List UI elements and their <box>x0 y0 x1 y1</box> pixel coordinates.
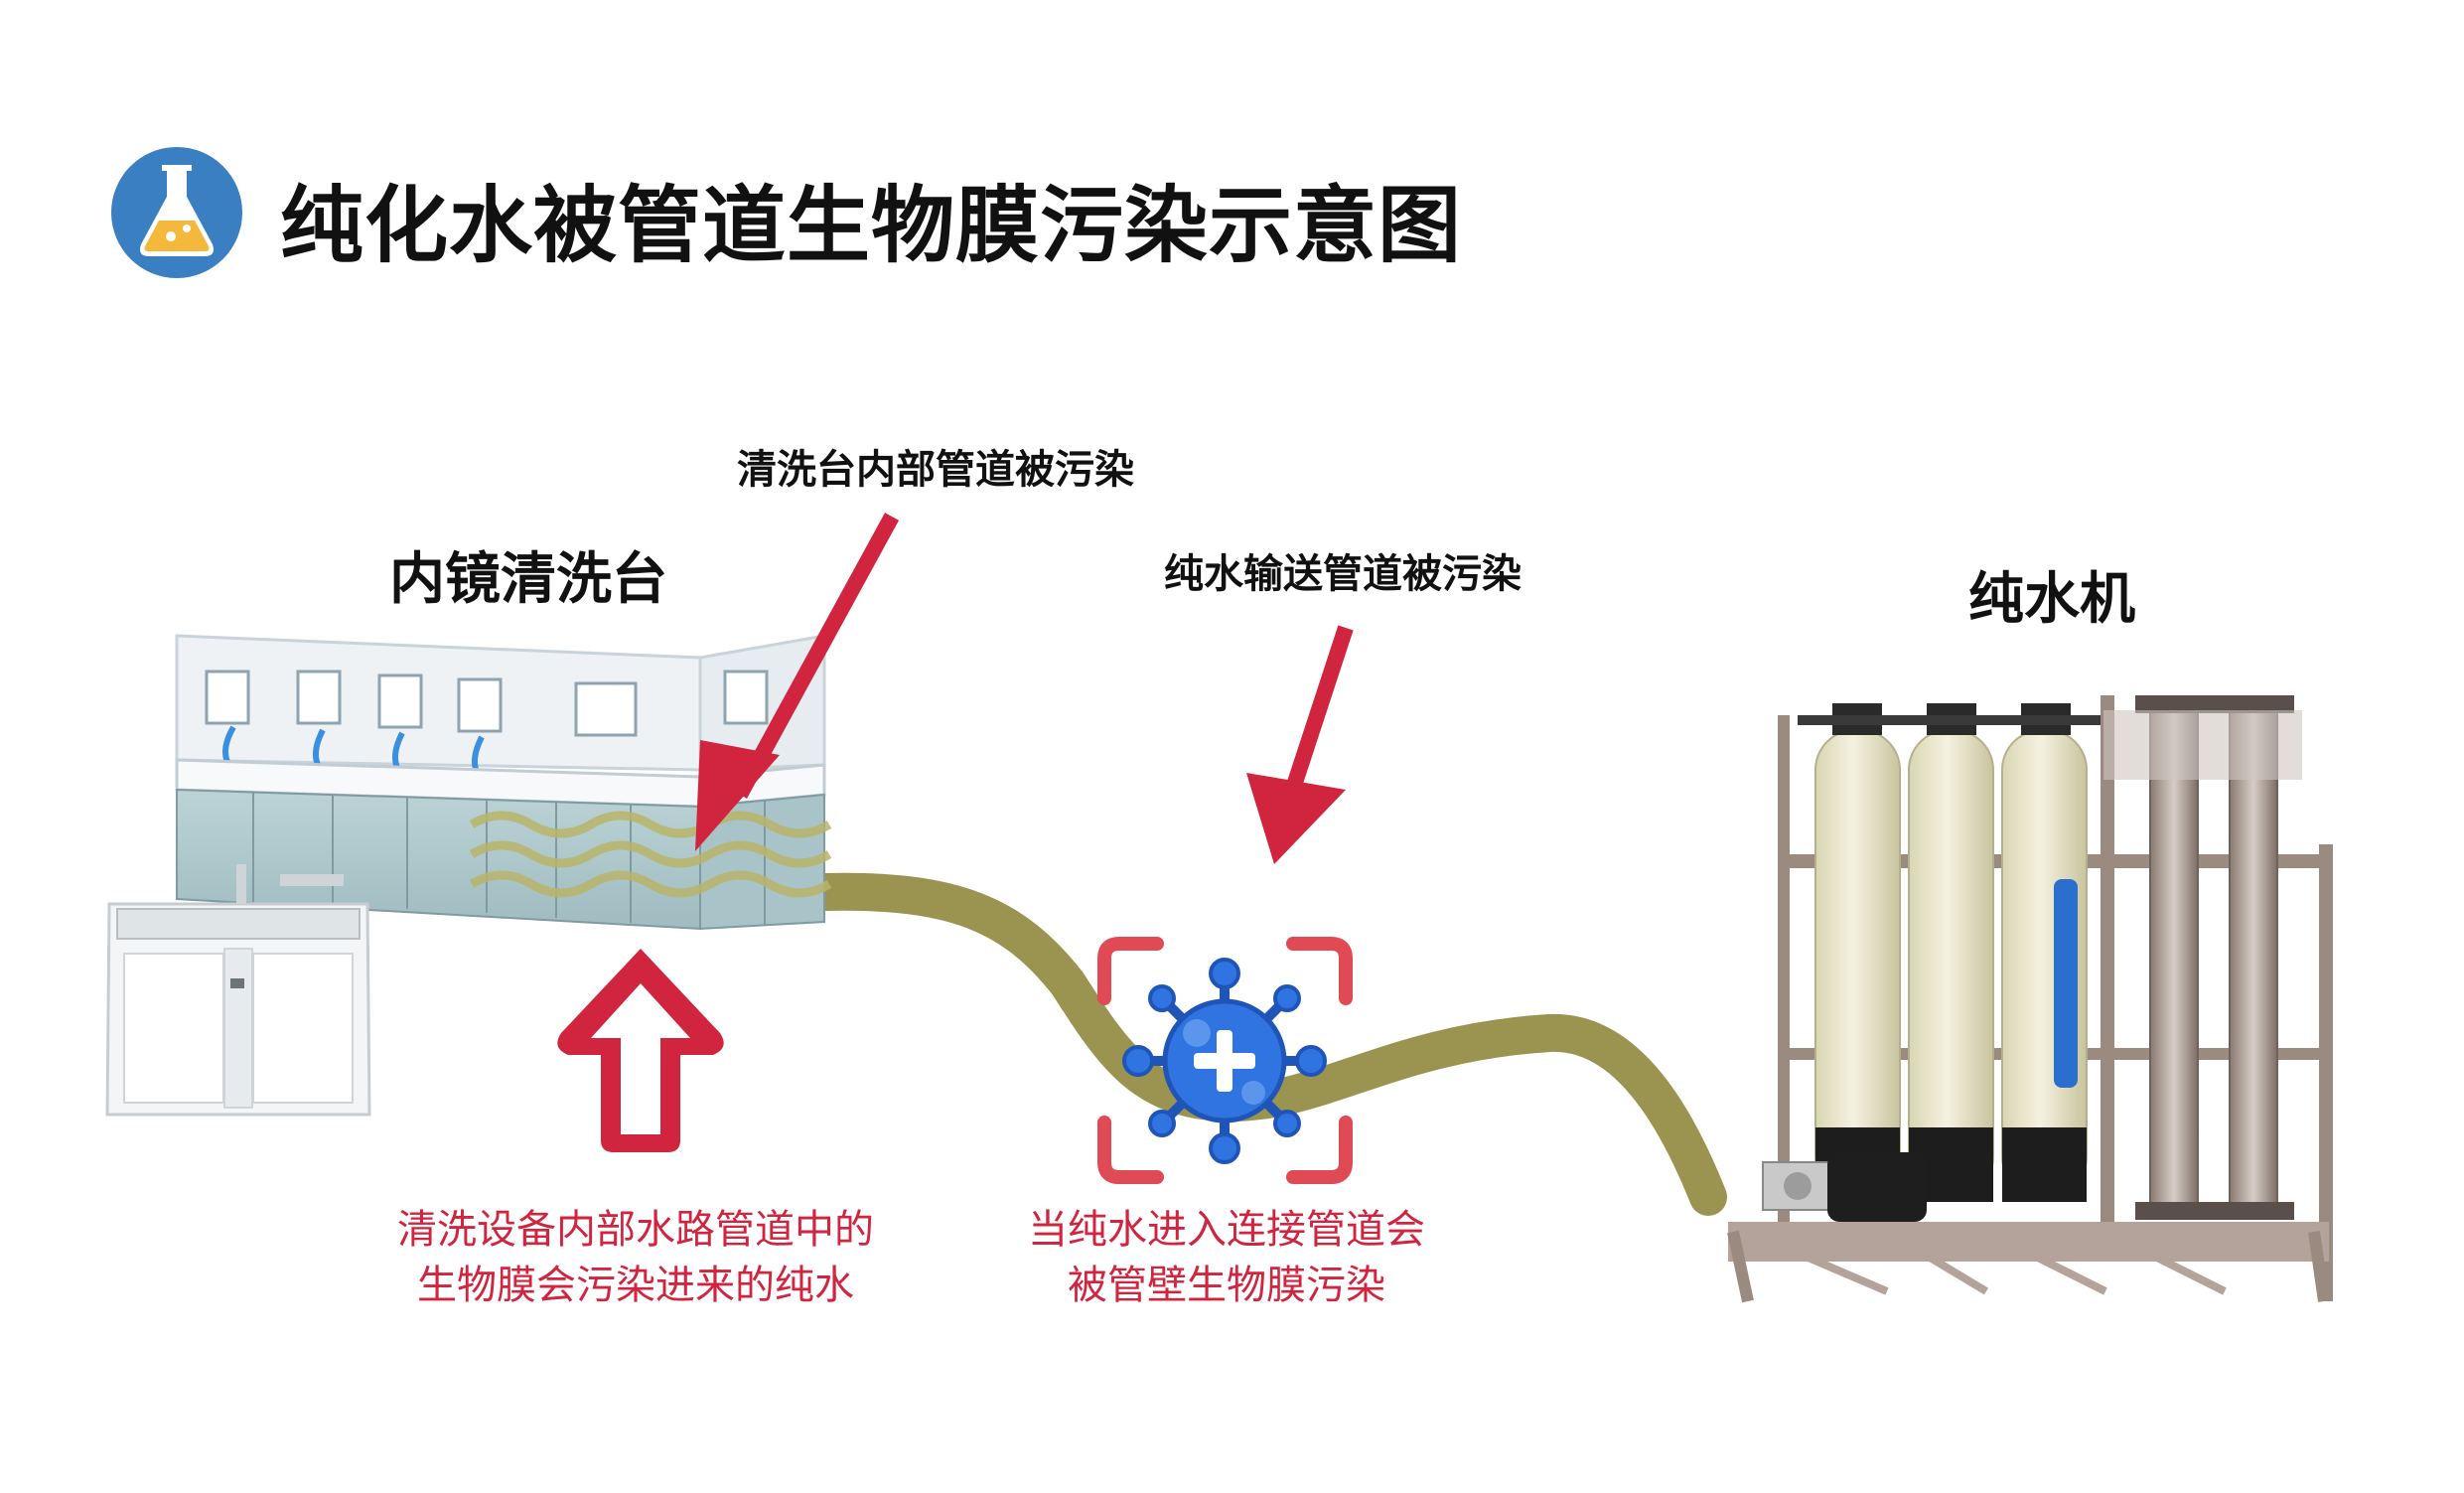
left-note: 清洗设备内部水路管道中的 生物膜会污染进来的纯水 <box>367 1202 904 1313</box>
middle-note-line1: 当纯水进入连接管道会 <box>1028 1207 1425 1253</box>
bacteria-icon <box>1097 937 1353 1184</box>
left-note-line1: 清洗设备内部水路管道中的 <box>397 1207 874 1253</box>
transport-pipe-arrowhead <box>1246 773 1346 864</box>
middle-note: 当纯水进入连接管道会 被管壁生物膜污染 <box>993 1202 1460 1313</box>
page-title: 纯化水被管道生物膜污染示意图 <box>280 177 1463 274</box>
pure-water-machine-illustration <box>1727 695 2333 1303</box>
flask-icon <box>111 147 242 278</box>
middle-note-line2: 被管壁生物膜污染 <box>1068 1263 1385 1308</box>
transport-pipe-label: 纯水输送管道被污染 <box>1164 551 1522 597</box>
washing-station-illustration <box>105 634 832 1117</box>
purifier-label: 纯水机 <box>1968 567 2135 632</box>
washer-pipe-label: 清洗台内部管道被污染 <box>737 447 1134 493</box>
washer-label: 内镜清洗台 <box>389 547 667 612</box>
washer-pipe-arrowhead <box>695 740 780 851</box>
left-note-line2: 生物膜会污染进来的纯水 <box>417 1263 854 1308</box>
washer-pipe-arrow <box>732 513 900 799</box>
transport-pipe-arrow <box>1283 625 1354 798</box>
